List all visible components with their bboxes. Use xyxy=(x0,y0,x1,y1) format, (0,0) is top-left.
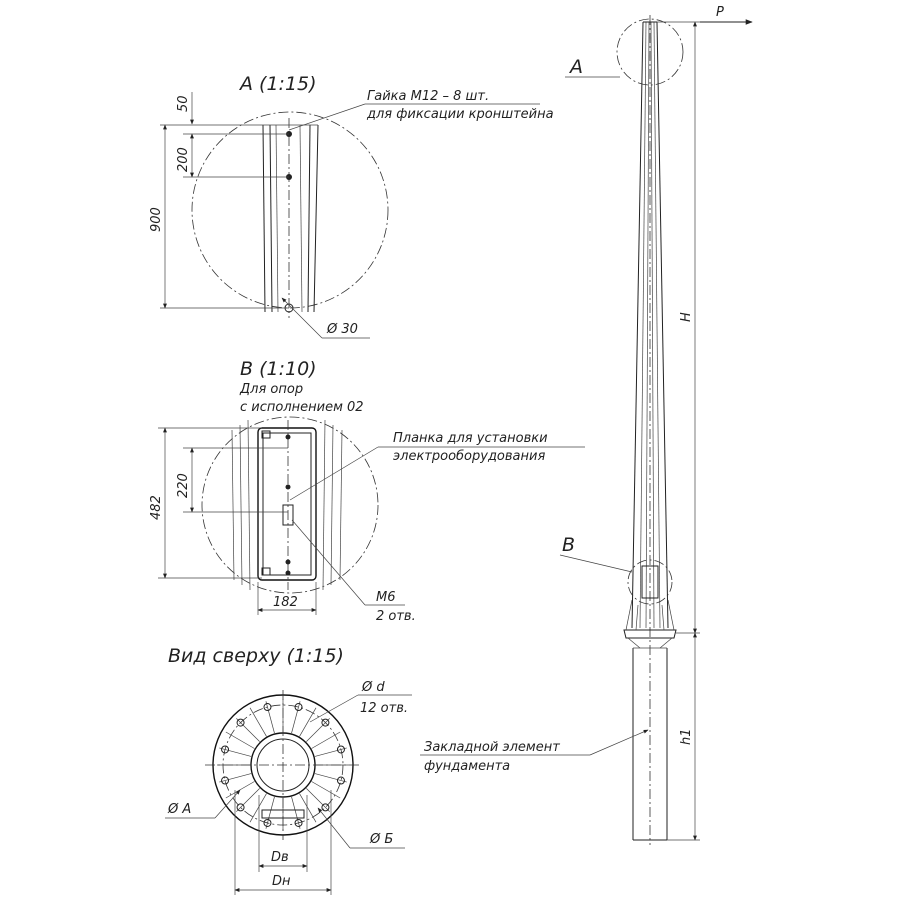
view-b-dimensions: 220 482 182 xyxy=(149,427,317,615)
bolt-hole xyxy=(321,718,330,727)
mounting-plate-inner xyxy=(262,432,312,576)
embedded-height-label: h1 xyxy=(679,728,694,745)
height-label: H xyxy=(679,312,694,322)
callout-b: B xyxy=(562,534,575,556)
view-b-pole-body xyxy=(231,419,343,591)
holes-count-label: 12 отв. xyxy=(360,701,408,716)
flange-rib xyxy=(236,788,260,812)
view-b-subtitle: с исполнением 02 xyxy=(240,400,364,415)
pole-shaft xyxy=(631,15,669,845)
dim-dn-label: Dн xyxy=(272,874,291,889)
flange-rib xyxy=(306,788,330,812)
callout-b-circle xyxy=(627,559,673,605)
dim-a-label: Ø A xyxy=(167,802,191,817)
flange-rib xyxy=(291,701,301,734)
top-view: Вид сверху (1:15) Ø d 12 отв. Ø A Ø Б Dв… xyxy=(165,645,412,895)
bolt-hole xyxy=(321,803,330,812)
dim-d-label: Ø d xyxy=(361,680,385,695)
view-a: A (1:15) 50 200 900 xyxy=(149,73,554,339)
view-b-holes-note: М6 xyxy=(376,590,396,605)
dim-200-label: 200 xyxy=(176,147,191,172)
view-b: B (1:10) Для опор с исполнением 02 xyxy=(149,358,585,624)
view-a-dimensions: 50 200 900 xyxy=(149,92,318,309)
mounting-plate xyxy=(257,427,317,581)
dim-db-label: Dв xyxy=(271,850,289,865)
flange-rib xyxy=(314,773,347,783)
callout-a: A xyxy=(568,56,583,78)
bolt-hole xyxy=(294,703,303,712)
flange-rib xyxy=(299,707,317,737)
flange-rib xyxy=(306,718,330,742)
bolt-hole xyxy=(236,718,245,727)
pole-flange xyxy=(623,599,677,649)
view-a-title: A (1:15) xyxy=(238,73,317,95)
flange-ribs xyxy=(217,699,349,831)
view-b-detail-circle xyxy=(201,416,379,594)
view-b-note: электрооборудования xyxy=(393,449,545,464)
callout-a-circle xyxy=(616,18,684,86)
flange-rib xyxy=(314,747,347,757)
view-a-note: для фиксации кронштейна xyxy=(366,107,554,122)
dim-220-label: 220 xyxy=(176,473,191,498)
flange-rib xyxy=(249,793,267,823)
dim-b-label: Ø Б xyxy=(369,832,393,847)
dim-900-label: 900 xyxy=(149,207,164,232)
flange-rib xyxy=(299,793,317,823)
flange-rib xyxy=(219,747,252,757)
flange-plate xyxy=(261,809,305,819)
bolt-hole xyxy=(263,703,272,712)
bolt-hole xyxy=(336,745,345,754)
flange-rib xyxy=(249,707,267,737)
flange-rib xyxy=(311,731,341,749)
flange-rib xyxy=(291,796,301,829)
view-a-pole-body xyxy=(262,118,319,318)
foundation-note: фундамента xyxy=(424,759,510,774)
dim-482-label: 482 xyxy=(149,495,164,520)
dim-182-label: 182 xyxy=(273,595,298,610)
flange-rib xyxy=(225,731,255,749)
flange-rib xyxy=(225,781,255,799)
foundation-element xyxy=(632,647,668,841)
load-label: P xyxy=(716,5,724,20)
view-a-detail-circle xyxy=(191,111,389,309)
bolt-hole xyxy=(221,745,230,754)
dim-dia30-label: Ø 30 xyxy=(326,322,358,337)
view-b-holes-note: 2 отв. xyxy=(376,609,416,624)
foundation-note: Закладной элемент xyxy=(424,740,560,755)
bolt-hole xyxy=(294,818,303,827)
flange-rib xyxy=(219,773,252,783)
view-b-subtitle: Для опор xyxy=(239,382,303,397)
top-view-title: Вид сверху (1:15) xyxy=(168,645,344,667)
service-hatch xyxy=(641,565,659,599)
pole-elevation: A B H h1 P xyxy=(420,5,753,845)
bolt-hole xyxy=(221,776,230,785)
view-b-title: B (1:10) xyxy=(240,358,317,380)
flange-rib xyxy=(236,718,260,742)
bolt-hole xyxy=(336,776,345,785)
view-a-note: Гайка М12 – 8 шт. xyxy=(367,89,489,104)
flange-bolt-holes xyxy=(221,703,345,827)
flange-rib xyxy=(265,796,275,829)
flange-rib xyxy=(311,781,341,799)
flange-rib xyxy=(265,701,275,734)
view-b-note: Планка для установки xyxy=(393,431,548,446)
bolt-hole xyxy=(263,818,272,827)
bolt-hole xyxy=(236,803,245,812)
dim-50-label: 50 xyxy=(176,95,191,112)
